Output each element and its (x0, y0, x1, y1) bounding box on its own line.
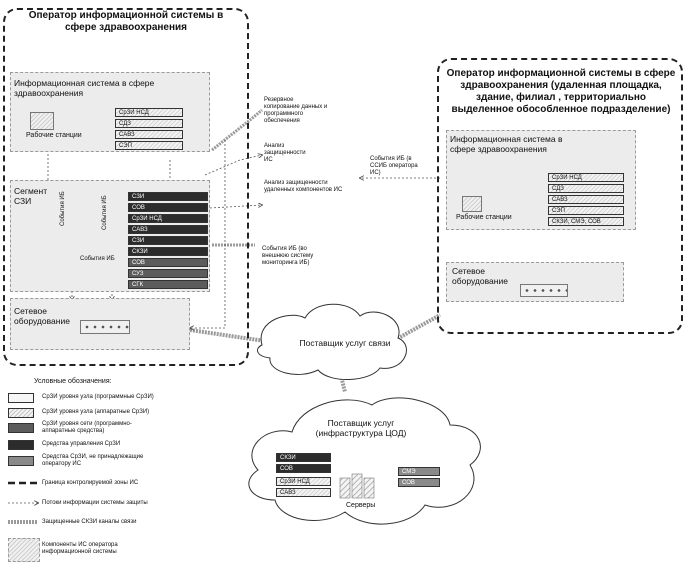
legend-item-7: Потоки информации системы защиты (42, 500, 148, 506)
chip-savz: САВЗ (115, 130, 183, 139)
legend-mgmt-swatch (8, 440, 34, 450)
legend-item-3: СрЗИ уровня сети (программно-аппаратные … (42, 421, 132, 434)
switch-icon (80, 320, 130, 334)
remote-chip-4: СЭП (548, 206, 624, 215)
segment-chip-4: САВЗ (128, 225, 208, 234)
legend-item-8: Защищенные СКЗИ каналы связи (42, 519, 137, 525)
operator-remote-zone (437, 58, 683, 334)
workstations-icon (30, 112, 54, 130)
legend-item-5: Средства СрЗИ, не принадлежащие оператор… (42, 454, 144, 467)
remote-analysis-annotation: Анализ защищенности удаленных компоненто… (264, 180, 343, 193)
cod-chip-2: СОВ (276, 464, 331, 473)
cod-chip-3: СрЗИ НСД (276, 477, 331, 486)
chip-sdz: СДЗ (115, 119, 183, 128)
cod-chip-1: СКЗИ (276, 453, 331, 462)
legend-ext-swatch (8, 456, 34, 466)
operator-remote-title: Оператор информационной системы в сфере … (446, 68, 676, 115)
servers-icon (339, 473, 375, 499)
remote-chip-3: САВЗ (548, 195, 624, 204)
events-label-3: События ИБ (80, 256, 115, 262)
szi-segment-title: Сегмент СЗИ (14, 186, 48, 206)
legend-sw-swatch (8, 393, 34, 403)
info-flow (190, 140, 226, 328)
remote-chip-1: СрЗИ НСД (548, 173, 624, 182)
events-ssib-annotation: События ИБ (в ССИБ оператора ИС) (370, 156, 418, 176)
events-label-2: События ИБ (102, 195, 108, 230)
segment-chip-6: СКЗИ (128, 247, 208, 256)
legend-item-2: СрЗИ уровня узла (аппаратные СрЗИ) (42, 409, 150, 415)
network-remote-title: Сетевое оборудование (452, 266, 508, 286)
legend-components-icon (8, 538, 40, 562)
legend-net-swatch (8, 423, 34, 433)
workstations-label: Рабочие станции (26, 132, 82, 139)
cloud-cod-title: Поставщик услуг (инфраструктура ЦОД) (315, 418, 407, 438)
legend-item-4: Средства управления СрЗИ (42, 441, 121, 447)
operator-main-title: Оператор информационной системы в сфере … (28, 10, 224, 33)
remote-chip-5: СКЗИ, СМЭ, СОВ (548, 217, 624, 226)
info-flow (204, 155, 262, 176)
info-flow (209, 205, 262, 209)
events-label-1: События ИБ (60, 191, 66, 226)
cloud-provider-label: Поставщик услуг связи (299, 338, 391, 348)
segment-chip-2: СОВ (128, 203, 208, 212)
is-panel-remote-title: Информационная система в сфере здравоохр… (450, 134, 563, 154)
backup-annotation: Резервное копирование данных и программн… (264, 97, 328, 124)
legend-title: Условные обозначения: (34, 378, 112, 385)
legend-item-9: Компоненты ИС оператора информационной с… (42, 542, 118, 555)
servers-label: Серверы (346, 502, 376, 509)
cloud-provider-shape (257, 303, 407, 381)
chip-srzi-nsd: СрЗИ НСД (115, 108, 183, 117)
legend-item-6: Граница контролируемой зоны ИС (42, 480, 139, 486)
segment-chip-7: СОВ (128, 258, 208, 267)
remote-workstations-label: Рабочие станции (456, 214, 512, 221)
segment-chip-1: СЗИ (128, 192, 208, 201)
network-main-title: Сетевое оборудование (14, 306, 70, 326)
legend-hw-swatch (8, 408, 34, 418)
chip-sep: СЭП (115, 141, 183, 150)
operator-main-zone (3, 8, 249, 366)
segment-chip-9: СГК (128, 280, 208, 289)
remote-workstations-icon (462, 196, 482, 212)
events-external-annotation: События ИБ (во внешнюю систему мониторин… (262, 246, 314, 266)
remote-switch-icon (520, 284, 568, 297)
security-analysis-annotation: Анализ защищенности ИС (264, 143, 306, 163)
secure-channel (394, 313, 441, 342)
remote-chip-2: СДЗ (548, 184, 624, 193)
segment-chip-3: СрЗИ НСД (128, 214, 208, 223)
cod-chip-6: СОВ (398, 478, 440, 487)
cod-chip-4: САВЗ (276, 488, 331, 497)
segment-chip-8: СУЗ (128, 269, 208, 278)
is-panel-main-title: Информационная система в сфере здравоохр… (14, 78, 155, 98)
segment-chip-5: СЗИ (128, 236, 208, 245)
legend-item-1: СрЗИ уровня узла (программные СрЗИ) (42, 394, 154, 400)
cod-chip-5: СМЭ (398, 467, 440, 476)
